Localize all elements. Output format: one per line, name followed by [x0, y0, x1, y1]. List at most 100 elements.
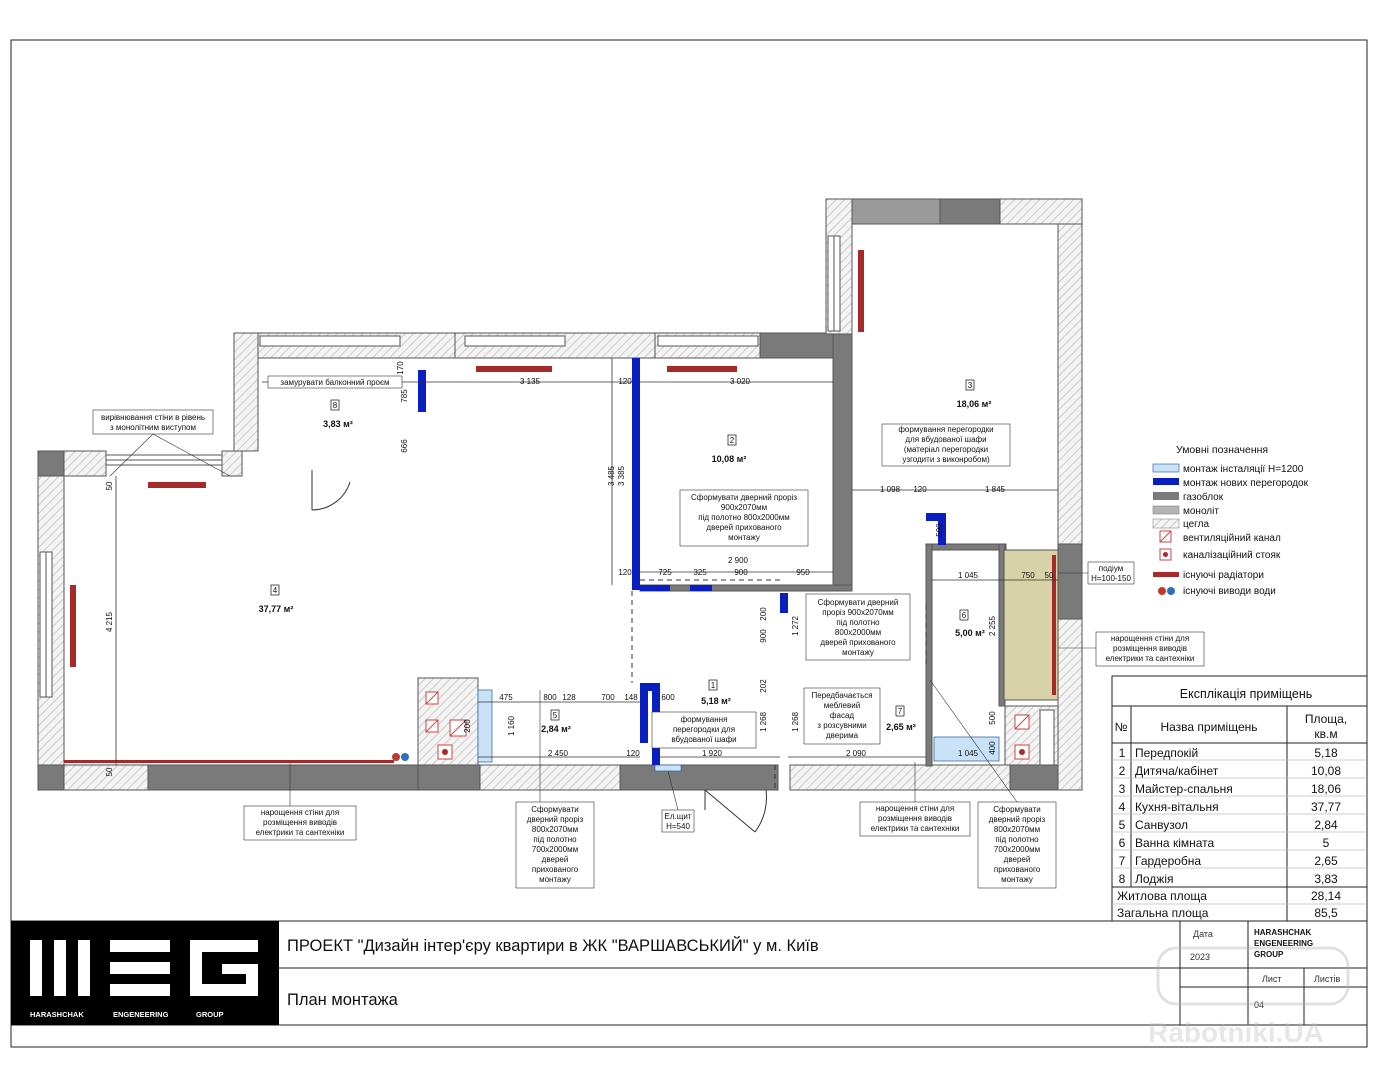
- note-line: дверима: [826, 731, 859, 740]
- dim: 1 272: [791, 615, 800, 636]
- note-line: нарощення стіни для: [876, 804, 954, 813]
- room-number: 5: [553, 711, 558, 720]
- room-area: 3,83 м²: [323, 419, 353, 429]
- legend-label: існуючі виводи води: [1183, 586, 1276, 597]
- logo-caption: GROUP: [196, 1010, 224, 1019]
- dim: 950: [796, 568, 810, 577]
- table-cell: 18,06: [1311, 782, 1341, 796]
- note-line: для вбудованої шафи: [905, 435, 986, 444]
- table-cell: 5,18: [1314, 746, 1338, 760]
- watermark: Rabotniki.UA: [1148, 946, 1350, 1048]
- legend-label: моноліт: [1183, 506, 1219, 517]
- note-line: під полотно: [836, 618, 880, 627]
- room-number: 6: [962, 611, 967, 620]
- dim: 202: [759, 679, 768, 693]
- dim: 200: [463, 719, 472, 733]
- table-header: Площа,: [1305, 712, 1347, 726]
- annotations: замурувати балконний проєм вирівнювання …: [92, 375, 1205, 889]
- table-cell: Ванна кімната: [1135, 836, 1215, 850]
- dim: 50: [1045, 571, 1054, 580]
- note-line: Сформувати: [993, 805, 1040, 814]
- dim: 1 045: [958, 749, 979, 758]
- note-line: розміщення виводів: [878, 814, 952, 823]
- note-line: монтажу: [842, 648, 874, 657]
- stamp-date-value: 2023: [1190, 952, 1210, 962]
- note-line: фасад: [830, 711, 854, 720]
- note-line: 900х2070мм: [721, 503, 767, 512]
- dim: 50: [105, 481, 114, 490]
- table-cell: 2: [1119, 764, 1126, 778]
- table-cell: 4: [1119, 800, 1126, 814]
- legend-label: монтаж інсталяції Н=1200: [1183, 464, 1304, 475]
- dashed-openings: [631, 579, 927, 790]
- sewer-risers: [437, 744, 1030, 760]
- radiators: [64, 250, 1056, 763]
- note-line: дверей: [542, 855, 569, 864]
- dim: 1 045: [958, 571, 979, 580]
- table-cell: Кухня-вітальня: [1135, 800, 1219, 814]
- table-header: №: [1115, 720, 1128, 734]
- note-line: розміщення виводів: [1113, 644, 1187, 653]
- table-cell: 3: [1119, 782, 1126, 796]
- dimension-lines: [115, 358, 1058, 765]
- dim: 148: [624, 693, 638, 702]
- note-line: Ел.щит: [665, 812, 692, 821]
- stamp-company: ENGENEERING: [1254, 939, 1313, 948]
- table-header: Назва приміщень: [1160, 720, 1257, 734]
- dim: 120: [618, 568, 632, 577]
- sheet-frame: [10, 39, 1368, 1048]
- table-header: кв.м: [1314, 727, 1337, 741]
- dim: 750: [1021, 571, 1035, 580]
- note-line: електрики та сантехніки: [256, 828, 345, 837]
- note-line: узгодити з виконробом): [902, 455, 990, 464]
- note-line: 700х2000мм: [532, 845, 578, 854]
- stamp-company: GROUP: [1254, 950, 1284, 959]
- table-cell: 3,83: [1314, 872, 1338, 886]
- explication-table: Експлікація приміщень № Назва приміщень …: [1111, 675, 1368, 922]
- company-logo-icon: [30, 940, 258, 996]
- room-area: 2,65 м²: [886, 722, 916, 732]
- note-line: Сформувати: [531, 805, 578, 814]
- note-line: вирівнювання стіни в рівень: [101, 413, 205, 422]
- logo-caption: ENGENEERING: [113, 1010, 169, 1019]
- table-cell: Загальна площа: [1117, 906, 1209, 920]
- table-cell: Лоджія: [1135, 872, 1173, 886]
- stamp-company: HARASHCHAK: [1254, 928, 1312, 937]
- legend-title: Умовні позначення: [1176, 444, 1268, 456]
- dim: 200: [759, 607, 768, 621]
- dim: 666: [400, 439, 409, 453]
- walls: [37, 198, 1083, 791]
- note-line: дверей прихованого: [706, 523, 782, 532]
- dim: 120: [618, 377, 632, 386]
- room-number: 2: [730, 436, 735, 445]
- dim: 500: [988, 711, 997, 725]
- note-line: електрики та сантехніки: [1106, 654, 1195, 663]
- note-line: під полотно 800х2000мм: [698, 513, 790, 522]
- table-cell: 7: [1119, 854, 1126, 868]
- note-line: дверей прихованого: [820, 638, 896, 647]
- room-area: 5,00 м²: [955, 628, 985, 638]
- note-line: 800х2070мм: [994, 825, 1040, 834]
- dim: 1 920: [702, 749, 723, 758]
- dim: 400: [988, 741, 997, 755]
- note-line: дверний проріз: [527, 815, 584, 824]
- dim: 2 450: [548, 749, 569, 758]
- note-line: Н=100-150: [1091, 574, 1131, 583]
- stamp-sheets-label: Листів: [1314, 974, 1341, 984]
- dim: 500: [935, 523, 944, 537]
- note-line: нарощення стіни для: [1111, 634, 1189, 643]
- note-line: подіум: [1099, 564, 1123, 573]
- dim: 2 255: [988, 615, 997, 636]
- table-cell: 2,65: [1314, 854, 1338, 868]
- table-cell: 1: [1119, 746, 1126, 760]
- note-line: під полотно: [533, 835, 577, 844]
- legend-label: газоблок: [1183, 491, 1224, 503]
- table-cell: 8: [1119, 872, 1126, 886]
- note-line: розміщення виводів: [263, 818, 337, 827]
- stamp-sheet-value: 04: [1254, 1000, 1264, 1010]
- note-line: прихованого: [532, 865, 579, 874]
- stamp-date-label: Дата: [1193, 929, 1213, 939]
- table-cell: 5: [1119, 818, 1126, 832]
- note-line: проріз 900х2070мм: [822, 608, 894, 617]
